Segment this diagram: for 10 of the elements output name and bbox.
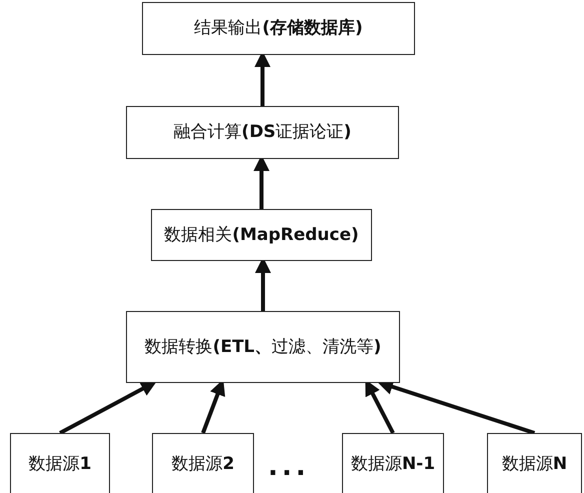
arrow xyxy=(59,381,157,435)
process-box: 数据源N xyxy=(487,433,582,493)
process-box: 数据相关(MapReduce) xyxy=(151,209,372,261)
process-box: 结果输出(存储数据库) xyxy=(142,2,415,55)
ellipsis: ... xyxy=(268,452,310,482)
process-box: 数据源1 xyxy=(10,433,110,493)
process-box: 融合计算(DS证据论证) xyxy=(126,106,399,159)
process-box: 数据转换(ETL、过滤、清洗等) xyxy=(126,311,400,383)
process-box: 数据源N-1 xyxy=(342,433,444,493)
process-box: 数据源2 xyxy=(152,433,254,493)
